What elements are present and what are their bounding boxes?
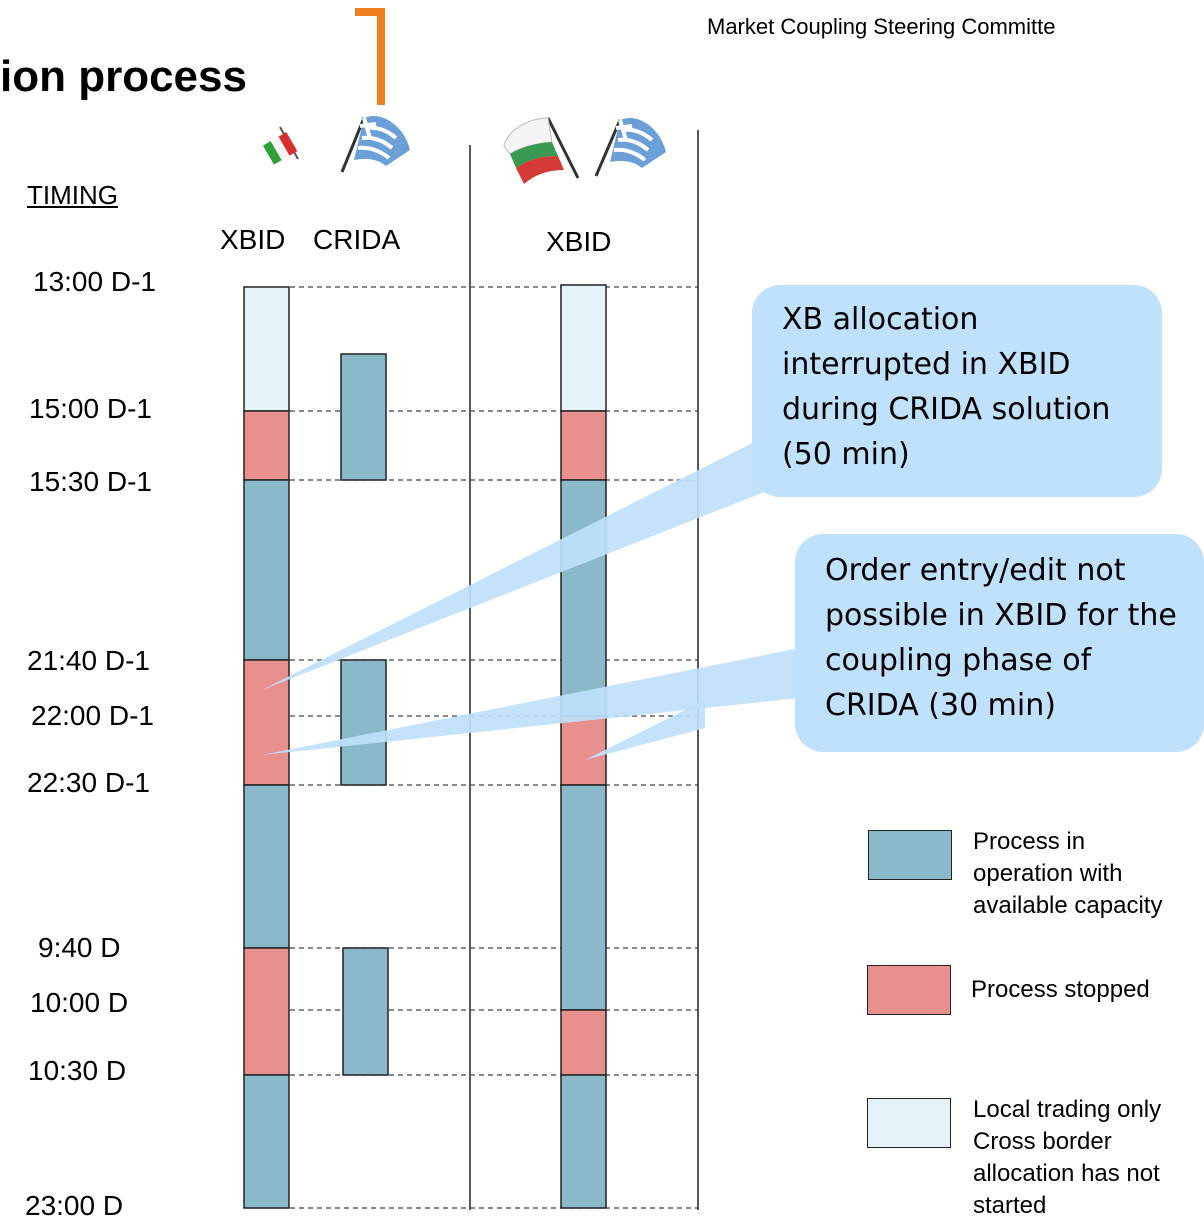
orange-bracket-decoration bbox=[355, 8, 385, 105]
gr-crida-column bbox=[340, 353, 389, 1076]
bg-xbid-operation-2230-1000 bbox=[560, 784, 607, 1011]
timing-label: TIMING bbox=[27, 180, 118, 210]
bg-xbid-stopped-2200-2230 bbox=[560, 715, 607, 786]
it-xbid-operation-2230-0940 bbox=[243, 784, 290, 949]
greece-flag-icon bbox=[340, 116, 410, 173]
italy-flag-icon bbox=[262, 126, 299, 165]
it-xbid-column bbox=[243, 286, 290, 1209]
legend-swatch-local bbox=[867, 1098, 951, 1148]
it-xbid-stopped-2140-2230 bbox=[243, 659, 290, 786]
it-xbid-operation-1030-2300 bbox=[243, 1074, 290, 1209]
callout-xb-line-4: (50 min) bbox=[782, 437, 910, 472]
committee-header: Market Coupling Steering Committe bbox=[707, 14, 1056, 39]
legend-label-local: Local trading only Cross border allocati… bbox=[973, 1096, 1162, 1219]
it-xbid-stopped-0940-1030 bbox=[243, 947, 290, 1076]
gr-crida-operation-2 bbox=[340, 659, 387, 786]
greece-flag-icon-2 bbox=[594, 118, 666, 177]
callout-pointer-order-entry-right bbox=[585, 700, 705, 760]
it-xbid-operation-1530-2140 bbox=[243, 479, 290, 661]
time-label-0940: 9:40 D bbox=[38, 932, 121, 963]
legend-swatch-stopped bbox=[867, 965, 951, 1015]
bg-xbid-local-1300-1500 bbox=[560, 284, 607, 412]
time-label-2140: 21:40 D-1 bbox=[27, 645, 150, 676]
callout-xb-line-1: XB allocation bbox=[782, 302, 979, 337]
legend-swatch-operation bbox=[868, 830, 952, 880]
gr-crida-operation-3 bbox=[342, 947, 389, 1076]
time-label-1530: 15:30 D-1 bbox=[29, 466, 152, 497]
time-label-1500: 15:00 D-1 bbox=[29, 393, 152, 424]
callout-order-line-1: Order entry/edit not bbox=[825, 553, 1126, 588]
time-label-1000: 10:00 D bbox=[30, 987, 129, 1018]
callout-order-line-4: CRIDA (30 min) bbox=[825, 688, 1056, 723]
bg-xbid-stopped-1000-1030 bbox=[560, 1009, 607, 1076]
time-label-2200: 22:00 D-1 bbox=[31, 700, 154, 731]
column-header-it-xbid: XBID bbox=[220, 224, 286, 255]
legend-label-stopped: Process stopped bbox=[971, 976, 1150, 1003]
time-label-2300: 23:00 D bbox=[25, 1190, 124, 1221]
callout-xb-line-2: interrupted in XBID bbox=[782, 347, 1071, 382]
time-label-2230: 22:30 D-1 bbox=[27, 767, 150, 798]
callout-order-entry: Order entry/edit not possible in XBID fo… bbox=[795, 534, 1204, 752]
it-xbid-local-1300-1500 bbox=[243, 286, 290, 412]
callout-xb-allocation: XB allocation interrupted in XBID during… bbox=[752, 285, 1162, 497]
bulgaria-flag-icon bbox=[503, 117, 580, 184]
bg-xbid-stopped-1500-1530 bbox=[560, 410, 607, 481]
bg-xbid-operation-1530-2200 bbox=[560, 479, 607, 717]
time-label-1300: 13:00 D-1 bbox=[33, 266, 156, 297]
it-xbid-stopped-1500-1530 bbox=[243, 410, 290, 481]
time-label-1030: 10:30 D bbox=[28, 1055, 127, 1086]
callout-pointer-xb-allocation bbox=[262, 440, 795, 690]
column-header-gr-crida: CRIDA bbox=[313, 224, 401, 255]
callout-order-line-3: coupling phase of bbox=[825, 643, 1092, 678]
gr-crida-operation-1 bbox=[340, 353, 387, 481]
callout-order-line-2: possible in XBID for the bbox=[825, 598, 1177, 633]
legend-label-operation: Process in operation with available capa… bbox=[973, 828, 1163, 919]
bg-xbid-operation-1030-2300 bbox=[560, 1074, 607, 1209]
callout-xb-line-3: during CRIDA solution bbox=[782, 392, 1111, 427]
bg-xbid-column bbox=[560, 284, 607, 1209]
page-title: ion process bbox=[0, 52, 247, 101]
column-header-bg-xbid: XBID bbox=[546, 226, 612, 257]
callout-pointer-order-entry-left bbox=[262, 648, 800, 755]
